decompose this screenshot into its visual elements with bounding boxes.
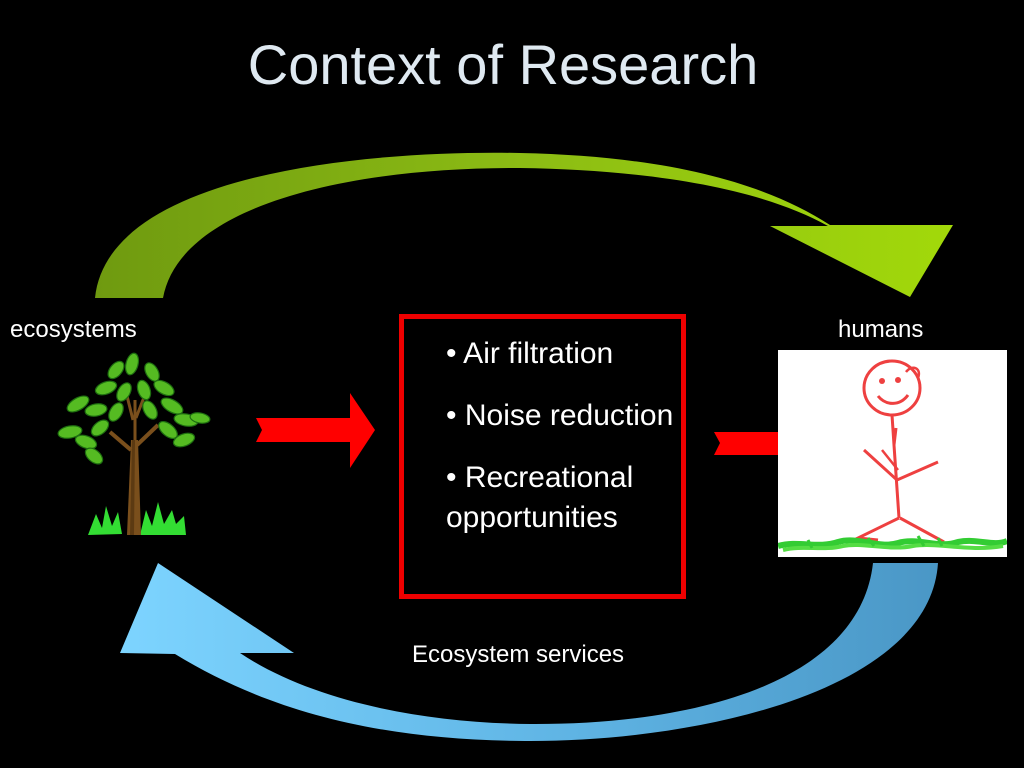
service-item-noise-reduction: • Noise reduction (446, 399, 674, 432)
red-arrow-right (714, 406, 828, 481)
service-item-recreational-opportunities: • Recreational opportunities (446, 461, 634, 534)
ecosystems-label: ecosystems (10, 316, 137, 343)
top-cycle-arrow (95, 152, 953, 298)
bottom-cycle-arrow (120, 563, 938, 742)
services-list: • Air filtration • Noise reduction • Rec… (446, 334, 686, 560)
ecosystem-services-label: Ecosystem services (412, 641, 625, 668)
stick-figure-icon (777, 359, 1009, 552)
service-item-air-filtration: • Air filtration (446, 337, 614, 370)
humans-label: humans (838, 316, 924, 343)
services-box (399, 314, 686, 599)
tree-icon (57, 352, 211, 535)
slide-title: Context of Research (247, 33, 759, 96)
humans-panel (777, 350, 1009, 557)
red-arrow-left (256, 393, 375, 468)
